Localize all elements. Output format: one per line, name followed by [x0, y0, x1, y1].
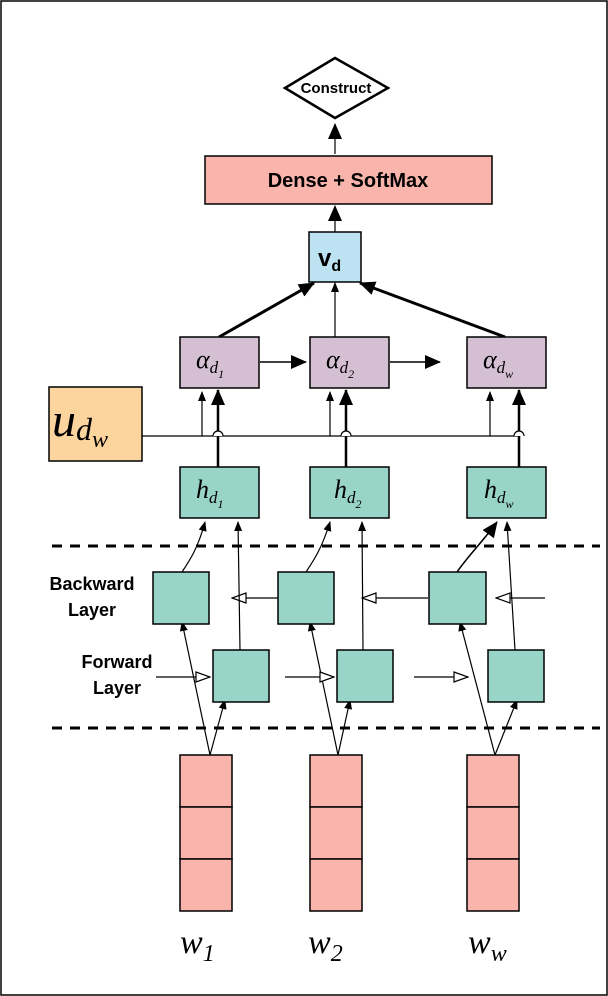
dense-softmax-box	[204, 155, 493, 205]
attention-box-w	[466, 336, 547, 389]
edge-att1-vd	[218, 281, 315, 339]
attention-base-w: α	[483, 345, 498, 374]
dense-softmax-label: Dense + SoftMax	[268, 170, 429, 192]
attention-label-w: αdw	[483, 345, 513, 381]
edge-fwdw-hw	[503, 521, 516, 651]
doc-vector-sub: d	[331, 258, 341, 275]
attention-subsub-2: 2	[348, 367, 354, 381]
context-vector-sub: d	[76, 411, 93, 447]
edges	[142, 123, 545, 756]
word-sub-2: 2	[331, 941, 343, 967]
edge-bwdw-hw	[456, 521, 498, 573]
edge-bwd2-h2	[305, 521, 332, 573]
word-sub-w: w	[491, 941, 507, 967]
word-label-2: w2	[308, 924, 343, 967]
backward-cell-1	[152, 571, 210, 625]
edge-wordw-forward	[494, 699, 518, 756]
context-vector-box	[48, 386, 143, 462]
edge-word2-backward	[307, 621, 339, 756]
attention-base-1: α	[196, 345, 211, 374]
hidden-sub-2: d	[347, 488, 356, 507]
forward-cell-1	[212, 649, 270, 703]
attention-box-2	[309, 336, 390, 389]
context-vector-label: udw	[52, 394, 108, 453]
forward-cell-w	[487, 649, 545, 703]
backward-layer-label-line1: Backward	[49, 574, 134, 594]
hidden-box-w	[466, 466, 547, 519]
hidden-subsub-1: 1	[218, 497, 224, 511]
line-hops	[212, 430, 525, 437]
edge-word1-forward	[209, 699, 227, 756]
attention-node-2: αd2	[309, 336, 390, 389]
hidden-label-1: hd1	[196, 475, 224, 511]
hidden-base-2: h	[334, 475, 347, 504]
word-base-1: w	[180, 924, 203, 961]
attention-sub-1: d	[210, 358, 219, 377]
hidden-node-1: hd1	[179, 466, 260, 519]
attention-label-2: αd2	[326, 345, 354, 381]
edge-wordw-backward	[458, 621, 496, 756]
backward-cell-w	[428, 571, 487, 625]
context-vector-node: udw	[48, 386, 143, 462]
word-label-w: ww	[468, 924, 507, 967]
word-label-1: w1	[180, 924, 215, 967]
edge-fwd1-h1	[234, 521, 243, 651]
attention-node-w: αdw	[466, 336, 547, 389]
hidden-subsub-w: w	[506, 497, 514, 511]
forward-cell-2	[336, 649, 394, 703]
edge-word2-forward	[337, 699, 352, 756]
hidden-node-w: hdw	[466, 466, 547, 519]
word-embedding-2	[309, 754, 363, 912]
forward-layer-label-line1: Forward	[81, 652, 152, 672]
attention-sub-w: d	[497, 358, 506, 377]
word-base-w: w	[468, 924, 491, 961]
backward-layer-label-line2: Layer	[68, 600, 116, 620]
attention-sub-2: d	[340, 358, 349, 377]
construct-diamond	[282, 56, 391, 120]
word-base-2: w	[308, 924, 331, 961]
context-vector-base: u	[52, 394, 76, 447]
edge-bwd1-h1	[181, 521, 207, 573]
doc-vector-box	[308, 231, 362, 283]
doc-vector-label: vd	[318, 245, 341, 275]
attention-base-2: α	[326, 345, 341, 374]
doc-vector-node: vd	[308, 231, 362, 283]
hidden-sub-1: d	[209, 488, 218, 507]
word-embedding-1	[179, 754, 233, 912]
hidden-node-2: hd2	[309, 466, 390, 519]
hidden-label-2: hd2	[334, 475, 362, 511]
attention-node-1: αd1	[179, 336, 260, 389]
word-embedding-w	[466, 754, 520, 912]
hidden-base-w: h	[484, 475, 497, 504]
attention-box-1	[179, 336, 260, 389]
edge-word1-backward	[179, 621, 211, 756]
dense-softmax-node: Dense + SoftMax	[204, 155, 493, 205]
attention-subsub-w: w	[505, 367, 513, 381]
hidden-subsub-2: 2	[356, 497, 362, 511]
hidden-sub-w: d	[497, 488, 506, 507]
edge-attw-vd	[359, 281, 506, 339]
doc-vector-base: v	[318, 245, 332, 272]
backward-cell-2	[277, 571, 335, 625]
construct-label: Construct	[301, 80, 372, 97]
attention-subsub-1: 1	[218, 367, 224, 381]
hidden-box-2	[309, 466, 390, 519]
attention-label-1: αd1	[196, 345, 224, 381]
forward-layer-label-line2: Layer	[93, 678, 141, 698]
construct-node: Construct	[282, 56, 391, 120]
hidden-box-1	[179, 466, 260, 519]
edge-fwd2-h2	[358, 521, 367, 651]
hidden-label-w: hdw	[484, 475, 514, 511]
context-vector-subsub: w	[92, 427, 108, 453]
hidden-base-1: h	[196, 475, 209, 504]
word-sub-1: 1	[203, 941, 215, 967]
